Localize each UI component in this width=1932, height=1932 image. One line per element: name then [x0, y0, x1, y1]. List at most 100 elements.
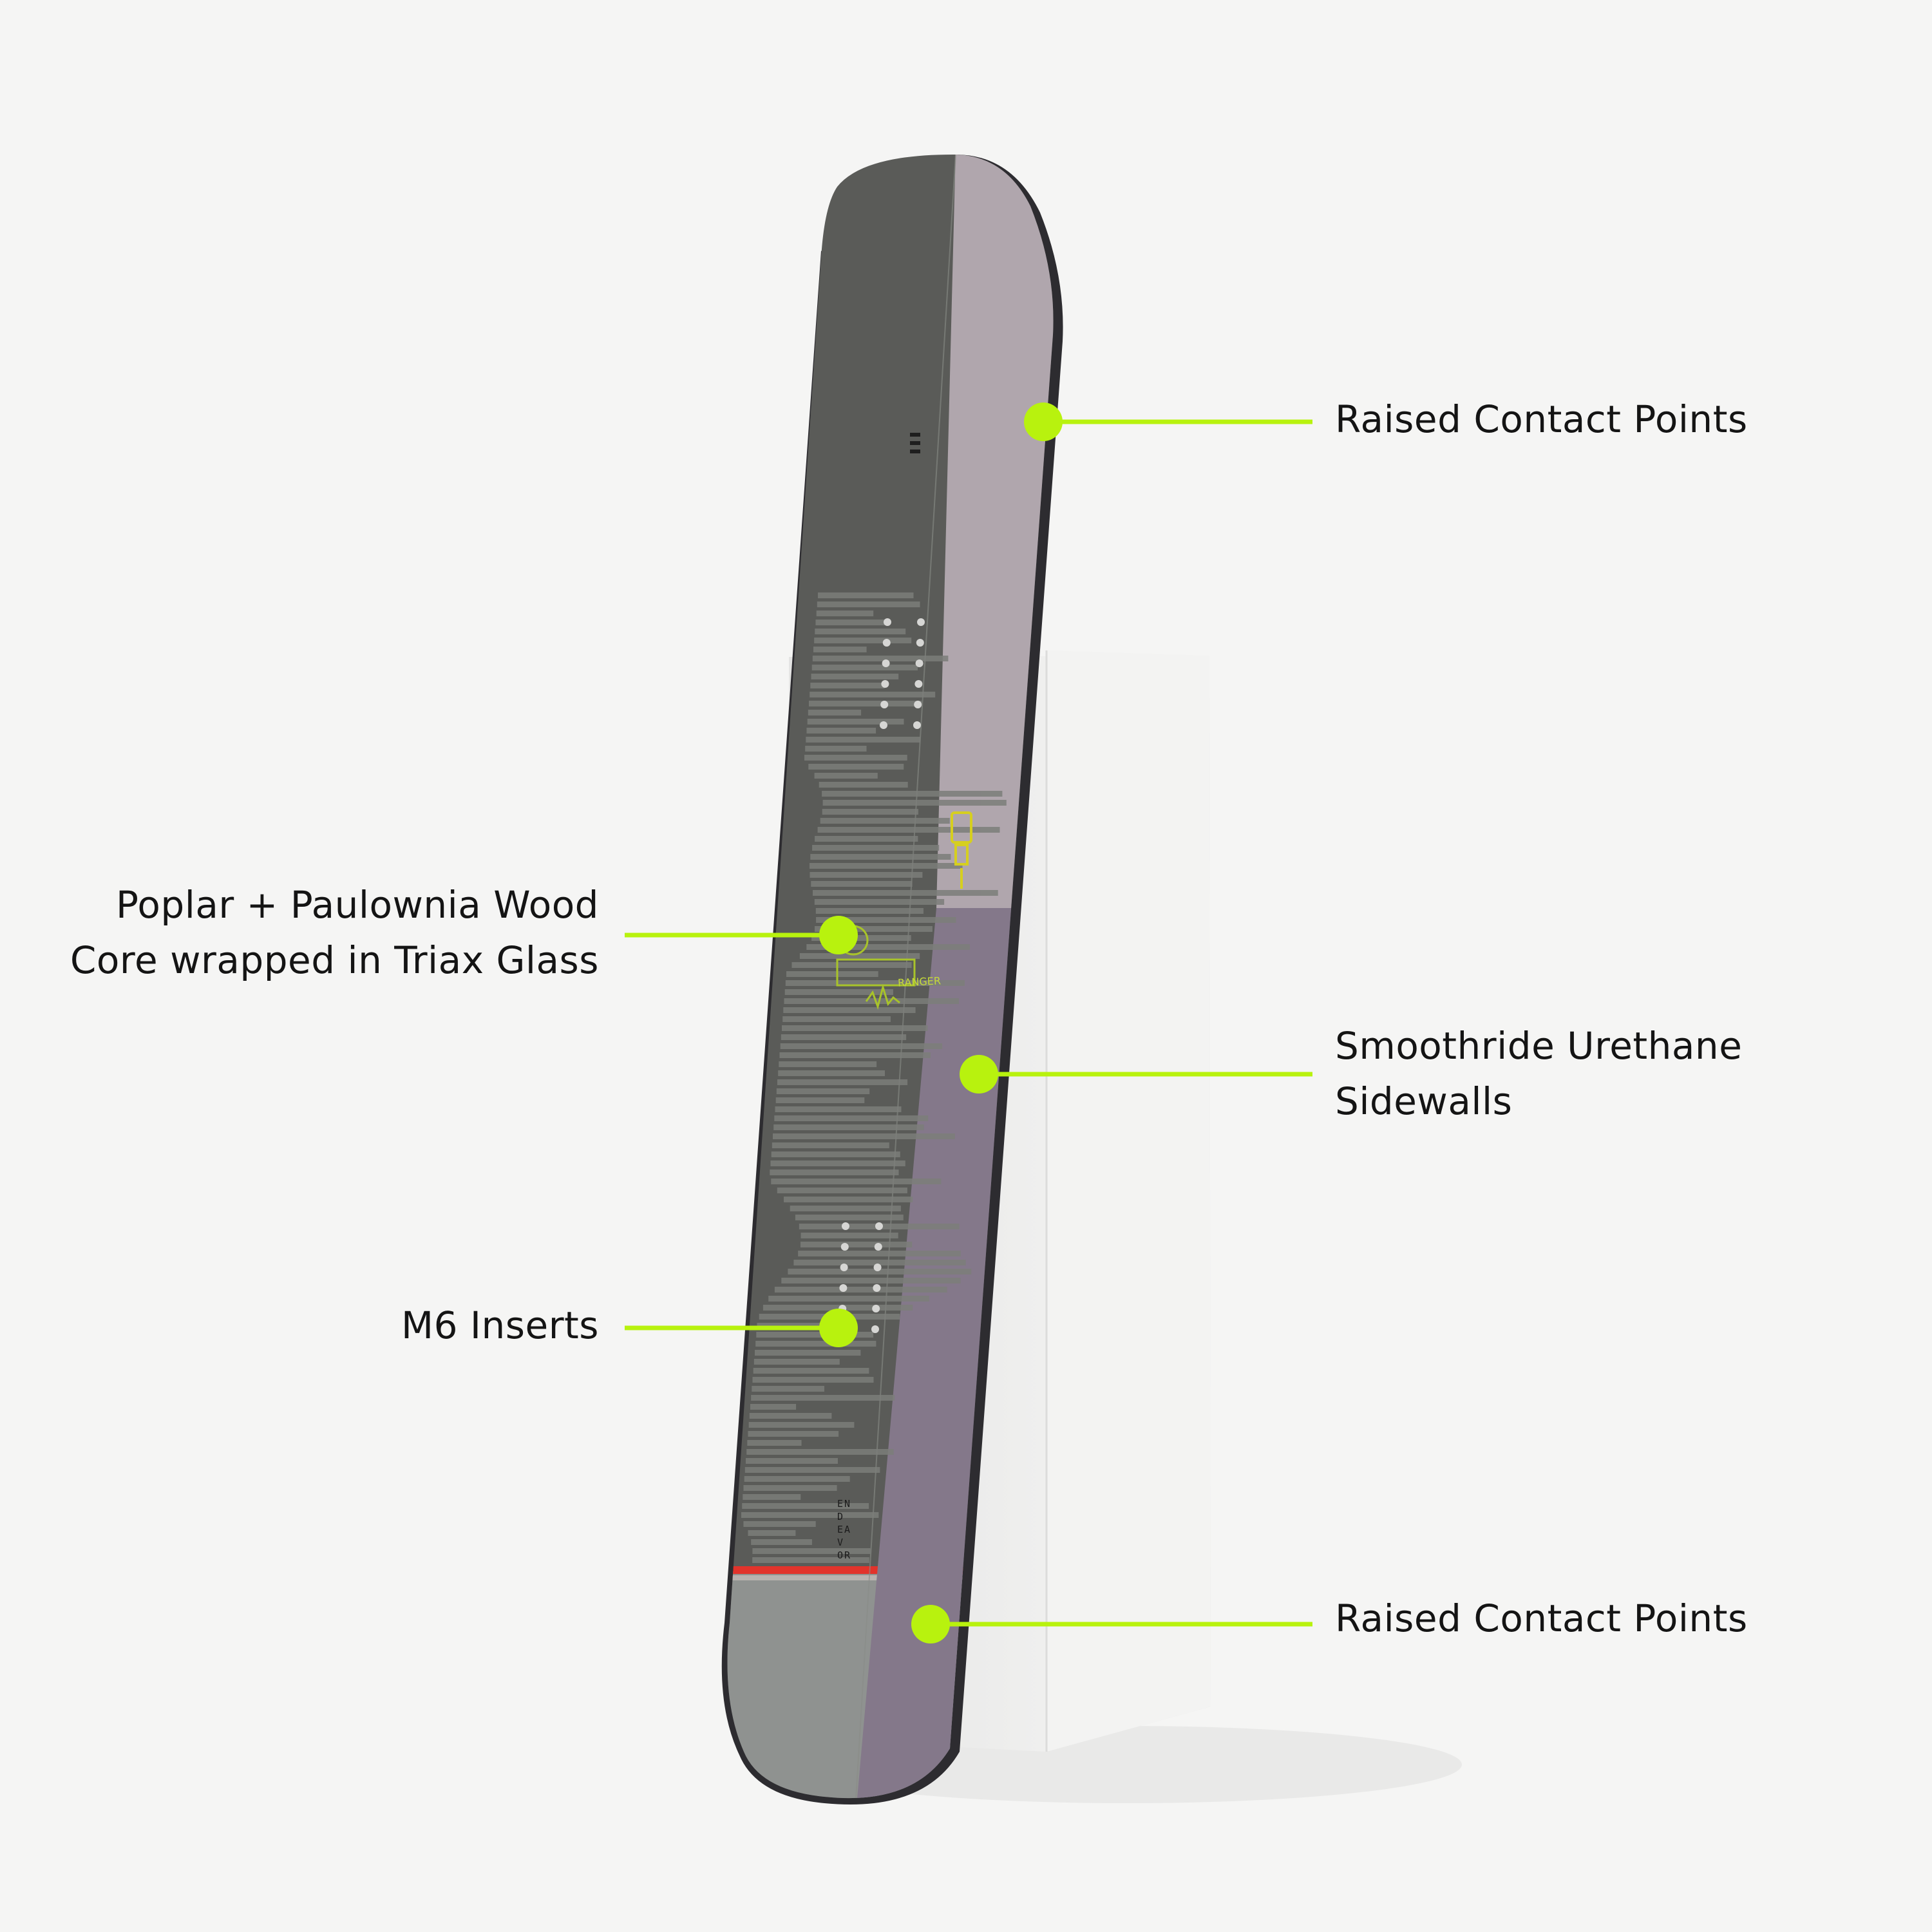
graphic-streak [820, 818, 950, 824]
graphic-streak [746, 1449, 894, 1455]
graphic-streak [806, 728, 876, 734]
graphic-streak [773, 1124, 924, 1130]
insert-hole [884, 618, 891, 626]
graphic-streak [753, 1368, 869, 1374]
graphic-streak [811, 665, 918, 670]
graphic-streak [748, 1431, 839, 1437]
callout-dot [911, 1605, 950, 1643]
callout-text-line-1: Poplar + Paulownia Wood [116, 883, 599, 927]
graphic-streak [816, 917, 956, 923]
callout-text: M6 Inserts [401, 1303, 599, 1347]
yellow-graphic [951, 811, 972, 889]
insert-hole [914, 701, 922, 708]
graphic-streak [741, 1512, 879, 1518]
graphic-streak [783, 1007, 916, 1013]
graphic-streak [743, 1494, 801, 1500]
graphic-streak [752, 1548, 871, 1554]
graphic-streak [770, 1160, 905, 1166]
graphic-streak [752, 1386, 824, 1392]
insert-hole [881, 680, 889, 688]
graphic-streak [774, 1115, 929, 1121]
callout-text-line-2: Core wrapped in Triax Glass [70, 938, 599, 982]
callout-text-line-1: Smoothride Urethane [1335, 1024, 1743, 1068]
graphic-streak [781, 1278, 961, 1283]
insert-hole [914, 680, 923, 688]
graphic-streak [751, 1395, 895, 1401]
graphic-streak [772, 1142, 889, 1148]
graphic-streak [806, 737, 920, 743]
graphic-streak [779, 1061, 877, 1067]
callout-sidewalls: Smoothride Urethane Sidewalls [1335, 1018, 1742, 1129]
graphic-streak [775, 1097, 865, 1103]
graphic-streak [815, 836, 918, 842]
graphic-streak [810, 692, 936, 697]
insert-hole [917, 618, 925, 626]
graphic-streak [749, 1413, 832, 1419]
graphic-streak [809, 701, 922, 706]
graphic-streak [748, 1422, 855, 1428]
graphic-streak [800, 1242, 913, 1247]
insert-hole [873, 1284, 881, 1292]
graphic-streak [777, 1079, 908, 1085]
graphic-streak [811, 935, 911, 941]
insert-hole [915, 659, 923, 667]
graphic-streak [811, 674, 899, 679]
graphic-streak [806, 944, 970, 950]
graphic-streak [808, 764, 904, 770]
graphic-streak [822, 809, 918, 815]
graphic-streak [791, 962, 912, 968]
graphic-streak [800, 1233, 898, 1238]
insert-hole [840, 1243, 849, 1251]
graphic-streak [812, 845, 940, 851]
graphic-streak [808, 710, 862, 715]
insert-hole [880, 721, 887, 729]
graphic-streak [822, 800, 1007, 806]
graphic-streak [743, 1521, 816, 1527]
graphic-streak [771, 1179, 942, 1184]
graphic-streak [815, 926, 933, 932]
graphic-streak [814, 638, 912, 643]
graphic-streak [810, 683, 885, 688]
graphic-streak [786, 971, 878, 977]
graphic-streak [790, 1206, 901, 1211]
graphic-streak [746, 1458, 838, 1464]
logo-mark [910, 433, 920, 453]
callout-m6-inserts: M6 Inserts [401, 1298, 599, 1353]
graphic-streak [815, 620, 886, 625]
graphic-streak [778, 1070, 885, 1076]
graphic-streak [822, 791, 1003, 797]
insert-hole [882, 639, 891, 647]
graphic-streak [773, 1133, 955, 1139]
graphic-streak [753, 1359, 840, 1365]
insert-hole [880, 701, 889, 708]
graphic-streak [788, 1269, 972, 1274]
graphic-streak [752, 1377, 874, 1383]
insert-hole [873, 1264, 882, 1271]
insert-hole [882, 659, 890, 667]
graphic-streak [805, 746, 867, 752]
board-logo-text: END EAV OR [837, 1498, 852, 1561]
topsheet-graphic [741, 592, 1007, 1563]
graphic-streak [774, 1287, 947, 1293]
graphic-streak [768, 1296, 929, 1302]
graphic-streak [780, 1043, 943, 1049]
graphic-streak [751, 1539, 812, 1545]
graphic-streak [784, 1197, 913, 1202]
callout-raised-contact-points-bottom: Raised Contact Points [1335, 1591, 1748, 1646]
graphic-streak [818, 592, 914, 598]
callout-dot [1024, 402, 1063, 441]
graphic-streak [781, 1034, 907, 1040]
callout-dot [819, 1309, 858, 1347]
graphic-streak [785, 980, 965, 986]
graphic-streak [742, 1503, 869, 1509]
graphic-streak [770, 1170, 899, 1175]
graphic-streak [744, 1467, 880, 1473]
insert-hole [840, 1264, 848, 1271]
graphic-streak [813, 647, 867, 652]
callout-text: Raised Contact Points [1335, 397, 1748, 441]
graphic-streak [814, 773, 878, 779]
graphic-streak [811, 881, 913, 887]
insert-hole [916, 639, 924, 647]
